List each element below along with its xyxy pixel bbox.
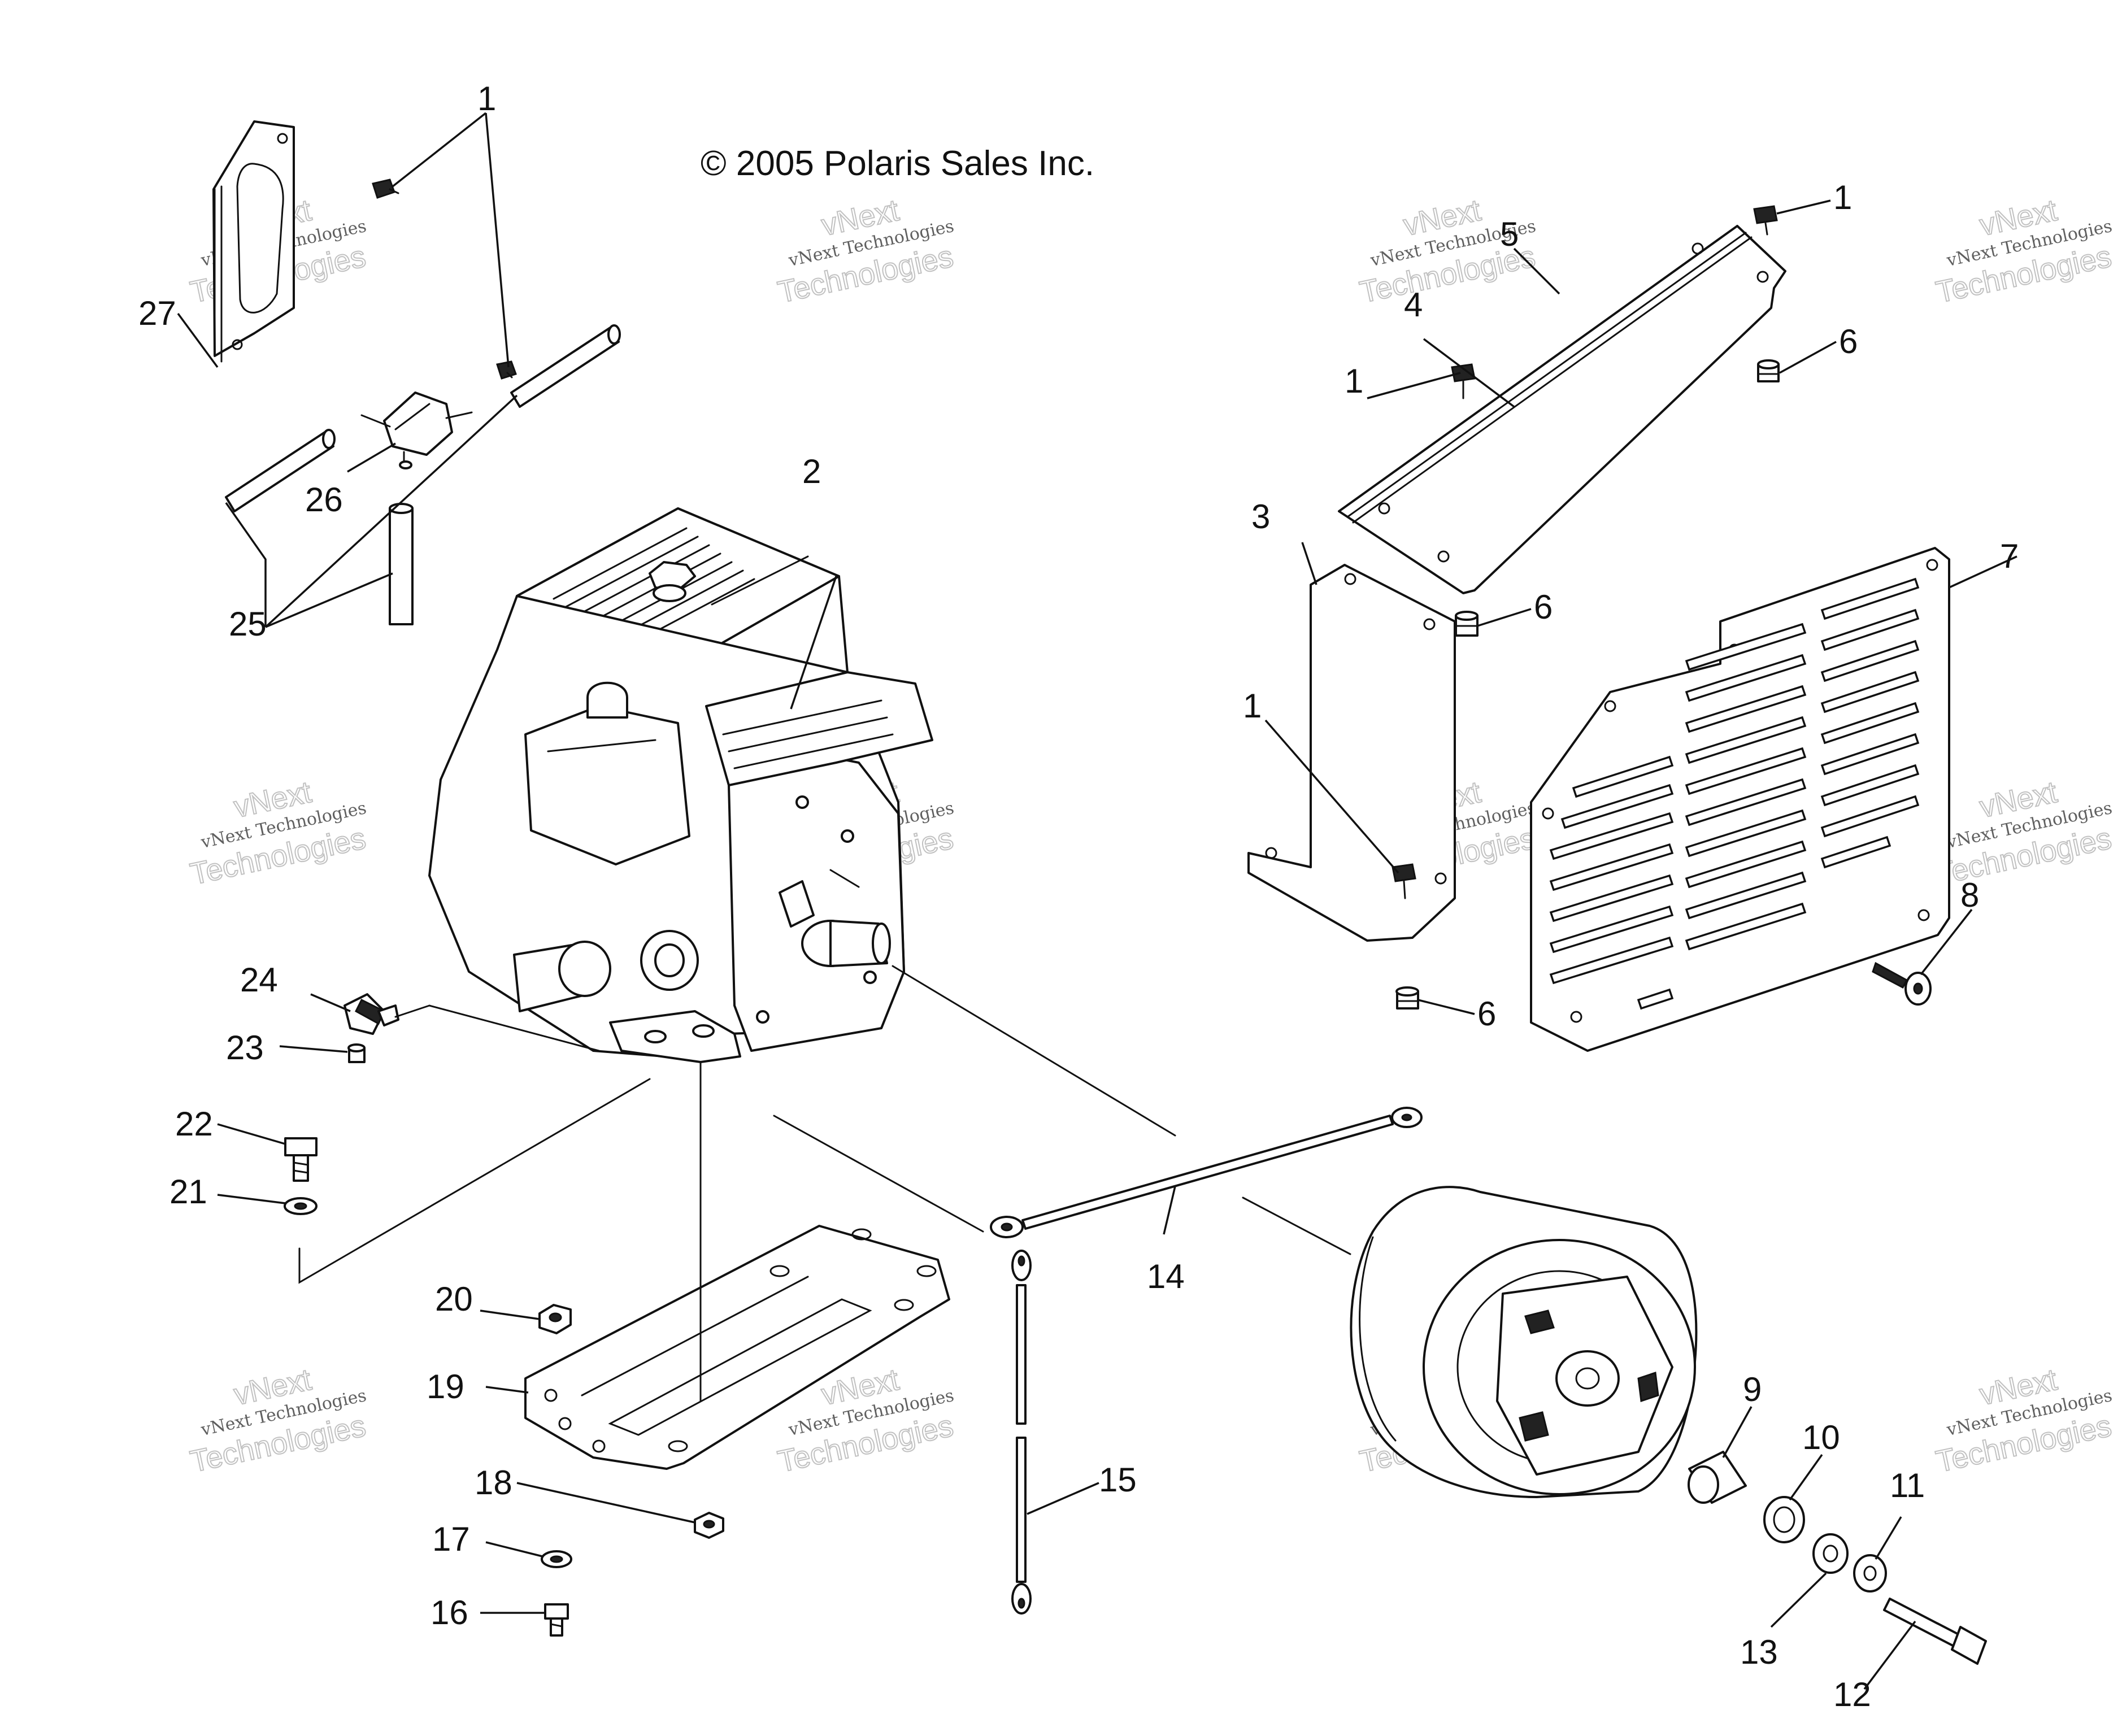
callout-21: 21	[169, 1173, 207, 1211]
panel-louvers	[1549, 577, 1920, 1010]
part-1-bolt	[1392, 863, 1416, 899]
part-20-nut	[538, 1304, 572, 1334]
part-14-ground-strap	[990, 1107, 1423, 1238]
callout-12: 12	[1833, 1676, 1871, 1713]
watermark: vNext vNext Technologies Technologies	[775, 193, 957, 310]
watermark: vNext vNext Technologies Technologies	[187, 1362, 369, 1480]
part-27-bracket	[212, 120, 295, 363]
assembly-lines	[298, 965, 1351, 1402]
part-26-fuel-pump	[360, 391, 473, 469]
part-25-tubes	[225, 324, 621, 625]
callout-leaders	[177, 112, 2017, 1690]
part-5-top-plate	[1338, 225, 1786, 594]
callout-25: 25	[229, 605, 267, 643]
part-19-plate	[524, 1225, 950, 1470]
callout-20: 20	[435, 1280, 473, 1318]
callout-8: 8	[1960, 876, 1979, 914]
part-13-washer	[1812, 1533, 1849, 1574]
watermark: vNext vNext Technologies Technologies	[1933, 193, 2115, 310]
part-21-washer	[284, 1197, 318, 1215]
callout-labels: 1 1 1 1 2 3 4 5 6 6 6 7 8 9 10 11 12 13 …	[138, 80, 2019, 1713]
part-24-elbow-fitting	[343, 993, 399, 1035]
callout-19: 19	[427, 1368, 464, 1406]
copyright-text: © 2005 Polaris Sales Inc.	[701, 144, 1094, 183]
callout-26: 26	[305, 481, 343, 519]
callout-27: 27	[138, 294, 176, 332]
part-18-nut	[694, 1512, 724, 1539]
watermark: vNext vNext Technologies Technologies	[1933, 775, 2115, 892]
part-23-plug	[347, 1043, 366, 1063]
part-6-grommet	[1757, 359, 1780, 382]
part-22-bolt	[284, 1137, 318, 1182]
part-2-engine	[428, 507, 933, 1063]
callout-22: 22	[175, 1105, 213, 1143]
callout-7: 7	[2000, 537, 2019, 575]
callout-1: 1	[1243, 687, 1262, 725]
callout-6: 6	[1534, 588, 1553, 626]
part-3-bracket	[1247, 564, 1456, 942]
callout-10: 10	[1802, 1419, 1840, 1456]
part-1-bolt	[1753, 205, 1778, 236]
part-6-grommet	[1455, 611, 1479, 637]
callout-2: 2	[802, 453, 821, 490]
callout-14: 14	[1147, 1258, 1185, 1295]
callout-1: 1	[477, 80, 496, 118]
callout-11: 11	[1890, 1467, 1925, 1504]
part-6-grommet	[1395, 986, 1419, 1010]
part-15-ground-strap	[1011, 1250, 1032, 1615]
callout-17: 17	[432, 1520, 470, 1558]
watermark: vNext vNext Technologies Technologies	[1933, 1362, 2115, 1480]
callout-24: 24	[240, 961, 278, 999]
watermark: vNext vNext Technologies Technologies	[187, 775, 369, 892]
part-1-bolt	[496, 360, 517, 380]
part-10-bushing	[1763, 1496, 1805, 1543]
part-16-bolt	[544, 1603, 569, 1637]
callout-15: 15	[1099, 1461, 1137, 1499]
callout-16: 16	[431, 1594, 468, 1631]
callout-13: 13	[1740, 1633, 1778, 1671]
callout-1: 1	[1833, 179, 1852, 216]
callout-1: 1	[1345, 362, 1363, 400]
part-9-spacer	[1688, 1451, 1747, 1504]
callout-3: 3	[1251, 498, 1270, 536]
callout-5: 5	[1500, 215, 1519, 253]
callout-9: 9	[1743, 1370, 1762, 1408]
part-12-bolt	[1883, 1598, 1987, 1665]
part-1-bolt	[372, 179, 399, 199]
callout-23: 23	[226, 1029, 264, 1067]
part-8-screw	[1872, 961, 1932, 1006]
part-11-washer	[1853, 1554, 1887, 1593]
part-generator-drum	[1350, 1186, 1698, 1498]
callout-18: 18	[475, 1464, 512, 1502]
part-1-bolt	[1451, 363, 1476, 399]
part-7-louvered-panel	[1530, 547, 1950, 1052]
callout-4: 4	[1404, 286, 1423, 324]
part-17-washer	[541, 1550, 572, 1568]
callout-6: 6	[1477, 995, 1496, 1033]
callout-6: 6	[1839, 323, 1858, 360]
